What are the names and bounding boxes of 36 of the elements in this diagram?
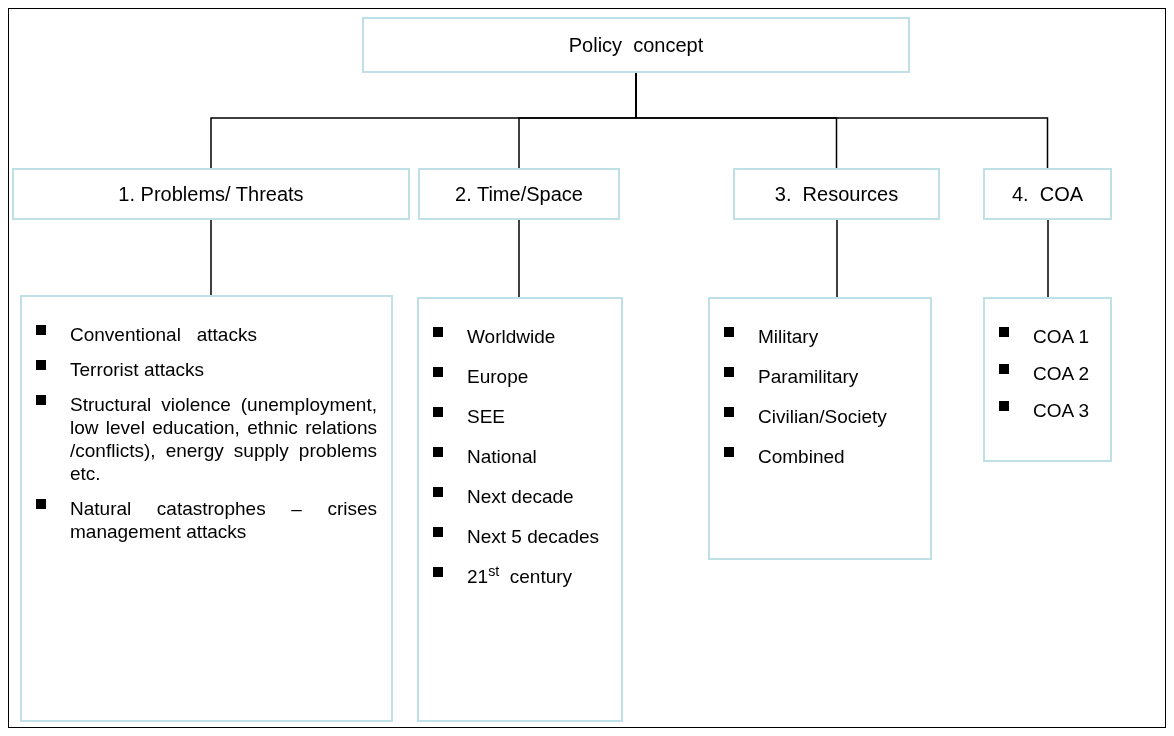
heading-box bbox=[733, 168, 940, 220]
list-item: 21$^{st}$ century bbox=[467, 565, 574, 588]
list-item: Military bbox=[758, 325, 820, 348]
connector-line bbox=[836, 219, 838, 298]
list-item: Structural violence (unemployment, low level education, ethnic relations /conflicts), energy supply problems etc. bbox=[70, 393, 377, 485]
list-item: COA 1 bbox=[1033, 325, 1090, 348]
list-box bbox=[417, 297, 623, 722]
heading-text: Policy concept bbox=[568, 33, 704, 58]
list-item: Terrorist attacks bbox=[70, 358, 206, 381]
heading-text: 1. Problems/ Threats bbox=[118, 182, 304, 207]
list-item: Next decade bbox=[467, 485, 575, 508]
heading-box bbox=[362, 17, 910, 73]
heading-text: 4. COA bbox=[1011, 182, 1084, 207]
list-item: COA 3 bbox=[1033, 399, 1090, 422]
list-item: Combined bbox=[758, 445, 846, 468]
heading-box bbox=[983, 168, 1112, 220]
heading-text: 3. Resources bbox=[774, 182, 899, 207]
list-item: Paramilitary bbox=[758, 365, 860, 388]
heading-text: 2. Time/Space bbox=[455, 182, 583, 207]
list-box bbox=[983, 297, 1112, 462]
list-item: Europe bbox=[467, 365, 530, 388]
connector-line bbox=[518, 219, 520, 298]
list-item: Worldwide bbox=[467, 325, 557, 348]
list-item: COA 2 bbox=[1033, 362, 1090, 385]
list-item: SEE bbox=[467, 405, 507, 428]
list-box bbox=[20, 295, 393, 722]
heading-box bbox=[418, 168, 620, 220]
list-item: Civilian/Society bbox=[758, 405, 888, 428]
connector-line bbox=[1047, 219, 1049, 298]
list-box bbox=[708, 297, 932, 560]
heading-box bbox=[12, 168, 410, 220]
list-item: Natural catastrophes – crises management attacks bbox=[70, 497, 377, 543]
connector-line bbox=[210, 219, 212, 296]
list-item: Conventional attacks bbox=[70, 323, 258, 346]
list-item: Next 5 decades bbox=[467, 525, 601, 548]
list-item: National bbox=[467, 445, 538, 468]
